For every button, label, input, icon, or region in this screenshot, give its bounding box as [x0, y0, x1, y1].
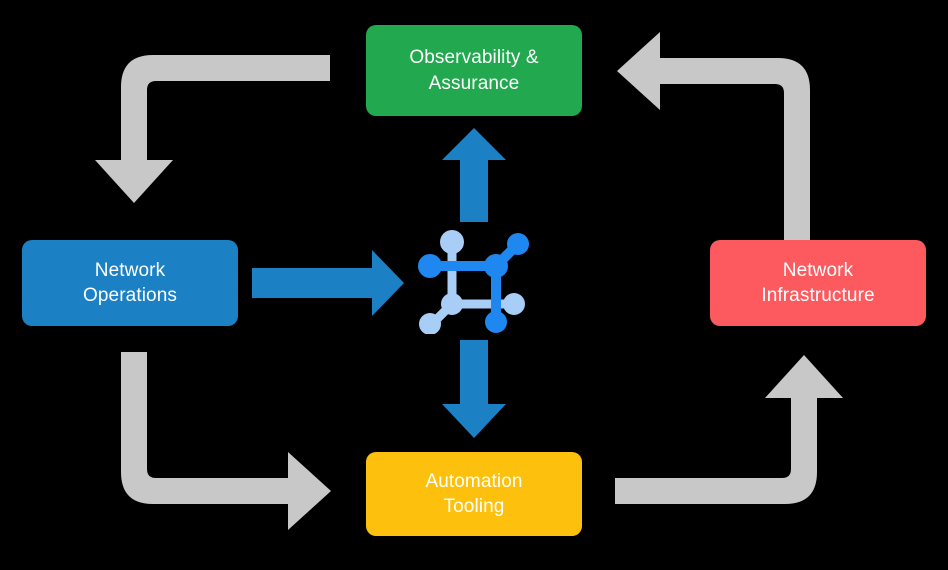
- node-label-observability-assurance: Observability & Assurance: [409, 47, 539, 94]
- gray-arrow-operations-to-automation: [121, 352, 331, 530]
- blue-arrow-center-to-automation: [442, 340, 506, 438]
- blue-arrow-center-to-observability: [442, 128, 506, 222]
- node-label-network-operations: Network Operations: [83, 259, 177, 306]
- gray-arrow-infrastructure-to-observability: [617, 32, 810, 240]
- node-label-automation-tooling: Automation Tooling: [425, 470, 523, 517]
- node-automation-tooling[interactable]: Automation Tooling: [366, 452, 582, 536]
- gray-arrow-automation-to-infrastructure: [615, 355, 843, 504]
- node-network-infrastructure[interactable]: Network Infrastructure: [710, 240, 926, 326]
- node-observability-assurance[interactable]: Observability & Assurance: [366, 25, 582, 116]
- network-topology-icon: [418, 230, 529, 334]
- node-network-operations[interactable]: Network Operations: [22, 240, 238, 326]
- node-label-network-infrastructure: Network Infrastructure: [761, 259, 875, 306]
- gray-arrow-observability-to-operations: [95, 55, 330, 203]
- blue-arrow-operations-to-center: [252, 250, 404, 316]
